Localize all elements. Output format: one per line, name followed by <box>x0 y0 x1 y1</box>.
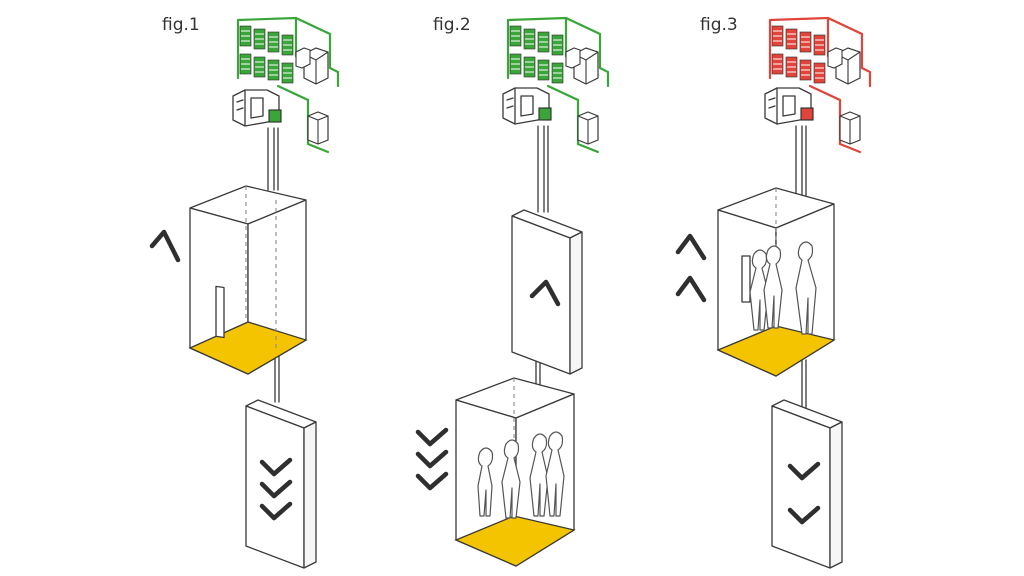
battery-icon <box>523 56 536 78</box>
figure-1-down-arrow-icon-3 <box>259 501 293 521</box>
figure-1-label: fig.1 <box>162 15 200 35</box>
battery-icon <box>267 31 280 53</box>
figure-1-counterweight <box>245 399 317 569</box>
figure-1-down-arrow-icon-2 <box>259 479 293 499</box>
figure-1-battery-bank <box>236 16 340 154</box>
cabinet-icon <box>565 47 581 69</box>
figure-2-cabin <box>454 377 576 567</box>
figure-3-battery-bank <box>768 16 872 154</box>
person-icon <box>795 241 817 335</box>
figure-3-up-arrow-icon-2 <box>675 275 707 303</box>
battery-icon <box>813 62 826 84</box>
figure-3-label: fig.3 <box>700 15 738 35</box>
figure-2-controller-indicator <box>538 107 552 121</box>
battery-icon <box>537 31 550 53</box>
battery-icon <box>239 53 252 75</box>
battery-icon <box>551 34 564 56</box>
battery-icon <box>785 56 798 78</box>
battery-icon <box>239 25 252 47</box>
person-icon <box>501 439 521 519</box>
cabinet-icon <box>307 111 329 145</box>
figure-3-down-arrow-icon-2 <box>787 505 821 525</box>
cabinet-icon <box>577 111 599 145</box>
battery-icon <box>799 59 812 81</box>
figure-1-call-panel <box>215 285 225 339</box>
figure-3-floor <box>716 325 836 377</box>
battery-icon <box>253 28 266 50</box>
figure-3-motor-icon <box>764 87 814 125</box>
battery-icon <box>813 34 826 56</box>
battery-icon <box>771 53 784 75</box>
figure-1-motor-icon <box>232 89 282 127</box>
figure-2-up-arrow-icon <box>529 279 561 307</box>
cabinet-icon <box>295 47 311 69</box>
figure-2-label: fig.2 <box>433 15 471 35</box>
battery-icon <box>267 59 280 81</box>
figure-2: fig.2 <box>415 15 610 567</box>
cabinet-icon <box>827 47 843 69</box>
battery-icon <box>551 62 564 84</box>
figure-3-up-arrow-icon-1 <box>675 233 707 261</box>
figure-3-counterweight <box>771 399 843 569</box>
person-icon <box>529 433 549 517</box>
person-icon <box>749 249 769 331</box>
battery-icon <box>509 25 522 47</box>
figure-3-call-panel <box>741 255 751 303</box>
figure-2-down-arrow-icon-3 <box>415 471 449 491</box>
figure-2-passengers <box>477 431 565 519</box>
figure-3-controller-indicator <box>800 107 814 121</box>
figure-2-floor <box>454 515 576 567</box>
battery-icon <box>281 34 294 56</box>
figure-1-controller-indicator <box>268 109 282 123</box>
person-icon <box>763 245 783 329</box>
battery-icon <box>509 53 522 75</box>
figure-2-counterweight <box>511 209 583 375</box>
battery-icon <box>771 25 784 47</box>
figure-3-passengers <box>749 241 817 335</box>
battery-icon <box>253 56 266 78</box>
figure-1-up-arrow-icon <box>149 229 181 263</box>
battery-icon <box>281 62 294 84</box>
figure-2-motor-icon <box>502 87 552 125</box>
figure-1-down-arrow-icon-1 <box>259 457 293 477</box>
figure-3-down-arrow-icon-1 <box>787 461 821 481</box>
battery-icon <box>785 28 798 50</box>
figure-3-cabin <box>716 187 836 377</box>
cabinet-icon <box>839 111 861 145</box>
person-icon <box>545 431 565 517</box>
figure-2-battery-bank <box>506 16 610 154</box>
figure-1: fig.1 <box>149 15 340 569</box>
battery-icon <box>537 59 550 81</box>
battery-icon <box>799 31 812 53</box>
figure-2-down-arrow-icon-1 <box>415 427 449 447</box>
battery-icon <box>523 28 536 50</box>
figure-3: fig.3 <box>675 15 872 569</box>
figure-2-down-arrow-icon-2 <box>415 449 449 469</box>
figure-1-cabin <box>188 185 308 375</box>
person-icon <box>477 447 494 517</box>
